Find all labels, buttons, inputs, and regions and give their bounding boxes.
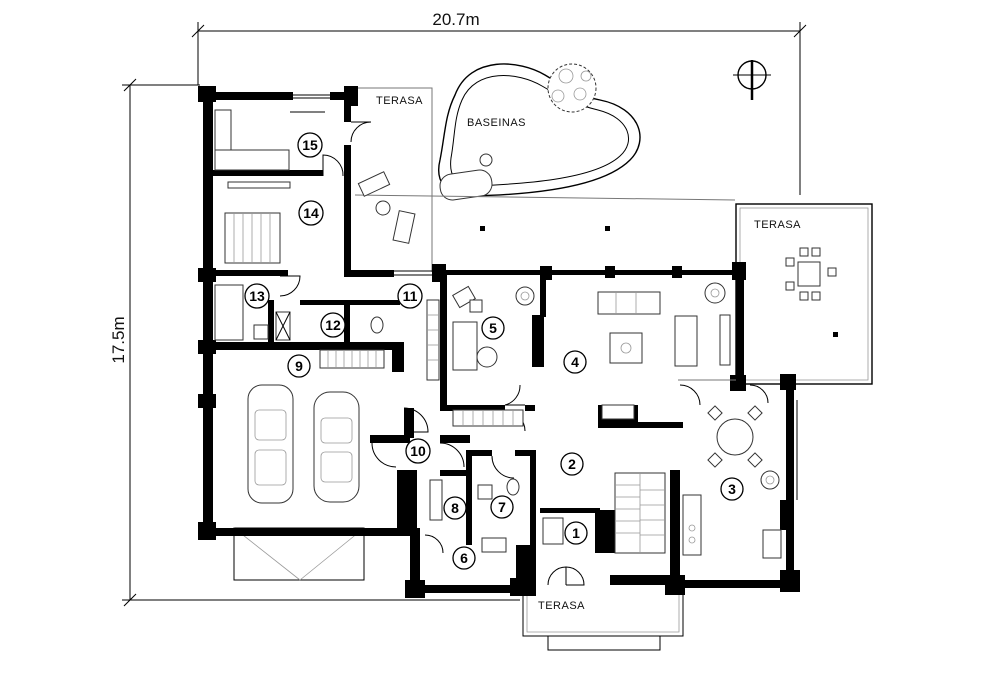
pool-label: BASEINAS: [467, 117, 526, 129]
car-icon: [247, 384, 294, 504]
svg-text:1: 1: [572, 525, 580, 541]
svg-text:4: 4: [571, 354, 579, 370]
swimming-pool: BASEINAS: [438, 63, 641, 201]
room-10-marker: 10: [405, 438, 431, 464]
plant-icon: [704, 282, 726, 304]
room-2-marker: 2: [560, 452, 584, 476]
terrace-east-label: TERASA: [754, 219, 801, 231]
terrace-north-label: TERASA: [376, 95, 423, 107]
svg-text:14: 14: [303, 205, 319, 221]
room-7-marker: 7: [490, 495, 514, 519]
room-13-marker: 13: [244, 283, 270, 309]
room-3-marker: 3: [720, 477, 744, 501]
room-12-marker: 12: [320, 312, 346, 338]
dimension-lines: 20.7m 17.5m: [109, 10, 807, 607]
svg-text:13: 13: [249, 288, 265, 304]
tree-icon: [547, 63, 597, 113]
plant-icon: [760, 470, 780, 490]
outdoor-outlines: [233, 87, 873, 651]
room-4-marker: 4: [563, 350, 587, 374]
svg-text:5: 5: [489, 320, 497, 336]
room-6-marker: 6: [452, 546, 476, 570]
width-dimension-label: 20.7m: [432, 10, 479, 29]
car-icon: [313, 391, 360, 503]
room-5-marker: 5: [481, 316, 505, 340]
compass-north-icon: [733, 60, 771, 100]
room-14-marker: 14: [298, 200, 324, 226]
svg-text:15: 15: [302, 137, 318, 153]
svg-text:7: 7: [498, 499, 506, 515]
plant-icon: [515, 286, 535, 306]
room-15-marker: 15: [297, 132, 323, 158]
svg-text:8: 8: [451, 500, 459, 516]
walls: [198, 86, 800, 598]
svg-text:3: 3: [728, 481, 736, 497]
furniture: [214, 109, 838, 559]
terrace-south-label: TERASA: [538, 600, 585, 612]
svg-text:11: 11: [403, 288, 418, 304]
depth-dimension-label: 17.5m: [109, 316, 128, 363]
room-markers: 1 2 3 4 5 6 7 8 9 10 11 12 13 14 15: [244, 132, 744, 570]
room-1-marker: 1: [564, 521, 588, 545]
svg-text:2: 2: [568, 456, 576, 472]
room-8-marker: 8: [443, 496, 467, 520]
svg-text:6: 6: [460, 550, 468, 566]
svg-text:12: 12: [325, 317, 341, 333]
windows: [207, 94, 798, 520]
area-labels: TERASA TERASA TERASA: [376, 95, 801, 612]
room-11-marker: 11: [397, 283, 423, 309]
svg-text:10: 10: [410, 443, 426, 459]
svg-text:9: 9: [295, 358, 303, 374]
room-9-marker: 9: [287, 354, 311, 378]
